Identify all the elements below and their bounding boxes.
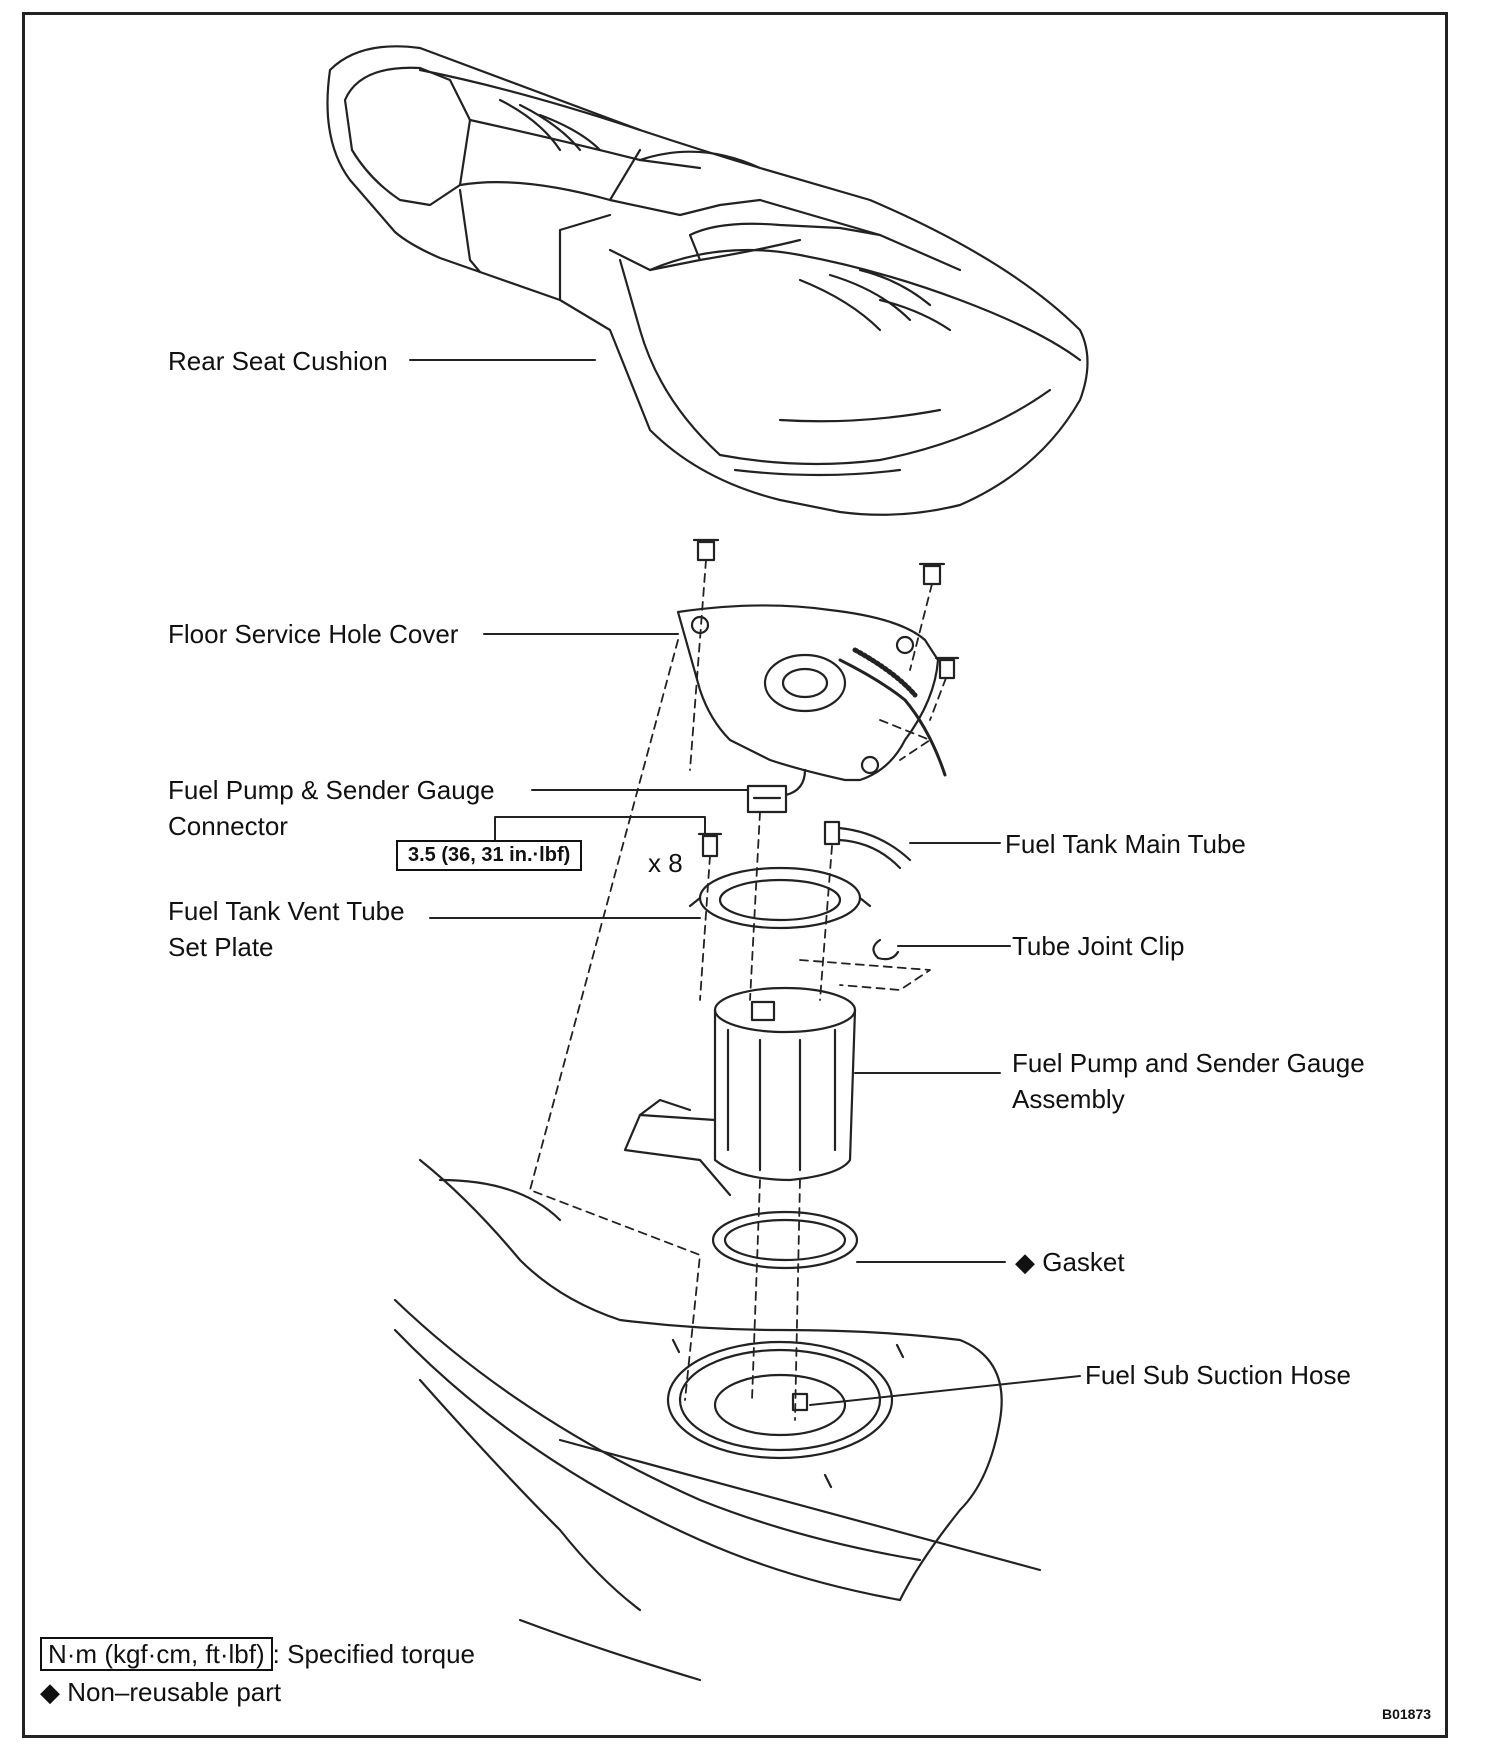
label-gasket: ◆ Gasket [1015, 1244, 1125, 1280]
set-plate-drawing [688, 866, 872, 930]
label-vent-tube-line2: Set Plate [168, 932, 274, 962]
pump-assembly-drawing [623, 986, 857, 1197]
main-tube-drawing [823, 820, 912, 870]
label-floor-service-hole-cover: Floor Service Hole Cover [168, 619, 459, 649]
label-connector-line1: Fuel Pump & Sender Gauge [168, 775, 495, 805]
gasket-drawing [711, 1210, 859, 1270]
legend-nonreusable: ◆ Non–reusable part [40, 1674, 281, 1710]
label-pump-assembly-line2: Assembly [1012, 1084, 1125, 1114]
alignment-lines [529, 559, 947, 1421]
label-connector-line2: Connector [168, 811, 288, 841]
legend-torque: N·m (kgf·cm, ft·lbf): Specified torque [40, 1636, 475, 1672]
tube-joint-clip-drawing [872, 938, 900, 961]
diagram-frame [22, 12, 1448, 1738]
floor-service-hole-cover-drawing [676, 604, 947, 782]
fuel-tank-drawing [393, 1158, 1042, 1682]
legend-torque-desc: : Specified torque [272, 1639, 476, 1669]
leader-lines [409, 359, 1081, 1406]
label-vent-tube-line1: Fuel Tank Vent Tube [168, 896, 405, 926]
bolts-drawing [692, 538, 960, 858]
legend-torque-units: N·m (kgf·cm, ft·lbf) [40, 1637, 273, 1671]
torque-quantity: x 8 [648, 848, 683, 878]
label-main-tube: Fuel Tank Main Tube [1005, 829, 1246, 859]
rear-seat-cushion-drawing [326, 45, 1089, 516]
figure-code: B01873 [1382, 1706, 1432, 1722]
label-pump-assembly-line1: Fuel Pump and Sender Gauge [1012, 1048, 1365, 1078]
nonreusable-diamond-icon: ◆ [1015, 1247, 1035, 1277]
torque-spec-box: 3.5 (36, 31 in.·lbf) [396, 840, 583, 871]
connector-drawing [746, 768, 807, 814]
label-sub-suction-hose: Fuel Sub Suction Hose [1085, 1360, 1351, 1390]
label-gasket-text: Gasket [1042, 1247, 1125, 1277]
label-tube-joint-clip: Tube Joint Clip [1012, 931, 1185, 961]
legend-diamond-icon: ◆ [40, 1677, 60, 1707]
legend-nonreusable-desc: Non–reusable part [67, 1677, 282, 1707]
label-rear-seat-cushion: Rear Seat Cushion [168, 346, 388, 376]
